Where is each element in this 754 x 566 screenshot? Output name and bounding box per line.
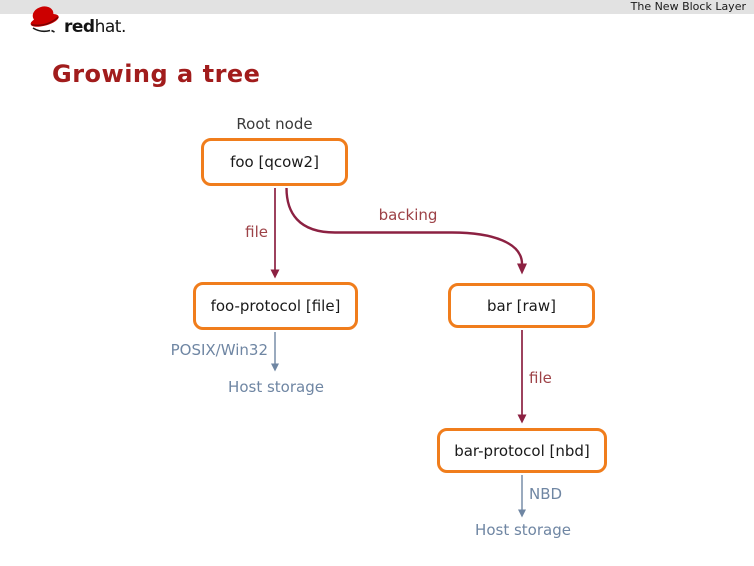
host-storage-right: Host storage xyxy=(475,521,571,539)
redhat-logo-text: redhat. xyxy=(64,19,126,39)
presentation-title: The New Block Layer xyxy=(630,0,746,13)
edge-label-backing: backing xyxy=(378,206,438,224)
host-storage-left: Host storage xyxy=(228,378,324,396)
edge-label-file-left: file xyxy=(245,223,268,241)
node-bar-protocol: bar-protocol [nbd] xyxy=(437,428,607,473)
redhat-logo: redhat. xyxy=(26,3,126,39)
redhat-fedora-icon xyxy=(26,3,62,39)
node-foo-protocol: foo-protocol [file] xyxy=(193,282,358,330)
edge-foo-to-bar xyxy=(285,187,527,275)
edge-label-file-right: file xyxy=(529,369,552,387)
top-bar: The New Block Layer xyxy=(0,0,754,14)
slide-title: Growing a tree xyxy=(52,60,261,88)
node-foo: foo [qcow2] xyxy=(201,138,348,186)
logo-word-hat: hat. xyxy=(94,17,127,37)
edge-label-nbd: NBD xyxy=(529,485,563,503)
edge-label-posix-win32: POSIX/Win32 xyxy=(170,341,268,359)
node-bar: bar [raw] xyxy=(448,283,595,328)
logo-word-red: red xyxy=(64,17,95,37)
root-node-annotation: Root node xyxy=(236,115,313,133)
